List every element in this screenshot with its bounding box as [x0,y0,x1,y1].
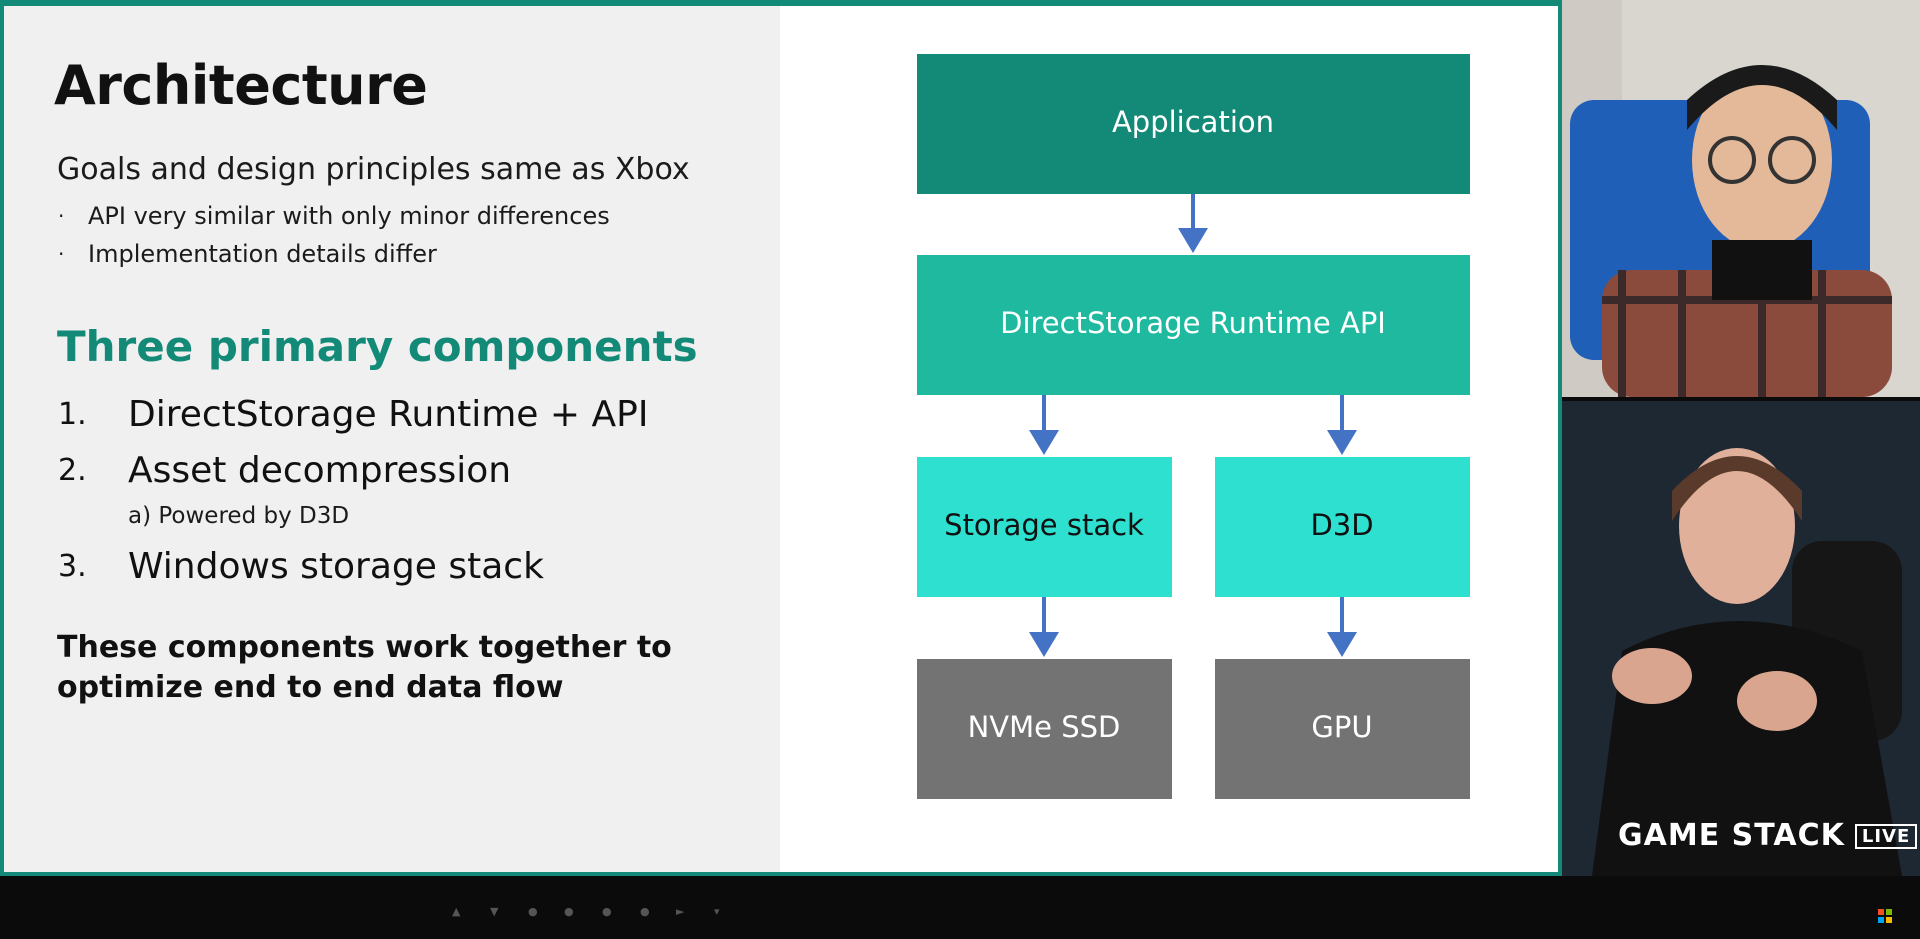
component-label: Asset decompression [128,449,512,491]
summary-note: These components work together to optimi… [57,630,672,705]
runtime-api-box: DirectStorage Runtime API [917,255,1470,395]
slide-frame: Architecture Goals and design principles… [0,0,1562,876]
presenter-video-icon [1562,0,1920,397]
arrow-head-icon [1178,228,1208,253]
application-box: Application [917,54,1470,194]
nvme-box: NVMe SSD [917,659,1172,799]
component-subitem: a) Powered by D3D [128,503,350,529]
nvme-rect [917,659,1172,799]
pen-icon[interactable]: ● [528,905,538,918]
presenter-camera-feed [1562,0,1920,397]
storage-stack-rect [917,457,1172,597]
runtime-api-label: DirectStorage Runtime API [1000,306,1386,340]
nvme-label: NVMe SSD [968,710,1121,744]
gpu-box: GPU [1215,659,1470,799]
game-stack-logo: GAME STACK LIVE [1618,818,1918,853]
diagram-arrows [1029,194,1357,657]
components-list: 1. DirectStorage Runtime + API 2. Asset … [58,386,648,594]
more-icon[interactable]: ▾ [714,905,720,918]
interpreter-camera-feed [1562,401,1920,876]
storage-stack-box: Storage stack [917,457,1172,597]
d3d-box: D3D [1215,457,1470,597]
eraser-icon[interactable]: ● [602,905,612,918]
arrow-head-icon [1029,632,1059,657]
application-rect [917,54,1470,194]
d3d-label: D3D [1310,508,1373,542]
prev-slide-icon[interactable]: ▲ [452,905,461,918]
component-number: 3. [58,548,87,584]
component-label: DirectStorage Runtime + API [128,393,649,435]
component-label: Windows storage stack [128,545,544,587]
slide-left-panel: Architecture Goals and design principles… [4,6,780,872]
pointer-icon[interactable]: ● [564,905,574,918]
play-icon[interactable]: ► [676,905,685,918]
runtime-api-rect [917,255,1470,395]
gpu-label: GPU [1311,710,1372,744]
arrow-head-icon [1327,632,1357,657]
architecture-diagram: Application DirectStorage Runtime API St… [917,54,1470,799]
slide: Architecture Goals and design principles… [4,6,1558,872]
bullet-dot-icon: · [58,204,65,228]
bullet-dot-icon: · [58,242,65,266]
arrow-head-icon [1327,430,1357,455]
component-item: 2. Asset decompression [58,442,648,498]
bullet-item: ·API very similar with only minor differ… [58,202,610,230]
bullet-item: ·Implementation details differ [58,240,437,268]
bullet-list: ·API very similar with only minor differ… [58,197,610,273]
application-label: Application [1112,105,1274,139]
component-item: 3. Windows storage stack [58,538,648,594]
d3d-rect [1215,457,1470,597]
goals-text: Goals and design principles same as Xbox [57,152,690,187]
live-badge: LIVE [1854,824,1918,849]
interpreter-video-icon [1562,401,1920,876]
player-bottom-bar [0,876,1920,939]
component-number: 2. [58,452,87,488]
component-item: 1. DirectStorage Runtime + API [58,386,648,442]
storage-stack-label: Storage stack [944,508,1144,542]
arrow-head-icon [1029,430,1059,455]
highlighter-icon[interactable]: ● [640,905,650,918]
slide-right-panel: Application DirectStorage Runtime API St… [780,6,1558,872]
microsoft-logo-icon [1878,909,1892,923]
gpu-rect [1215,659,1470,799]
brand-text: GAME STACK [1618,818,1845,853]
component-number: 1. [58,396,87,432]
components-heading: Three primary components [57,322,698,371]
next-slide-icon[interactable]: ▼ [490,905,499,918]
slide-title: Architecture [54,54,428,117]
